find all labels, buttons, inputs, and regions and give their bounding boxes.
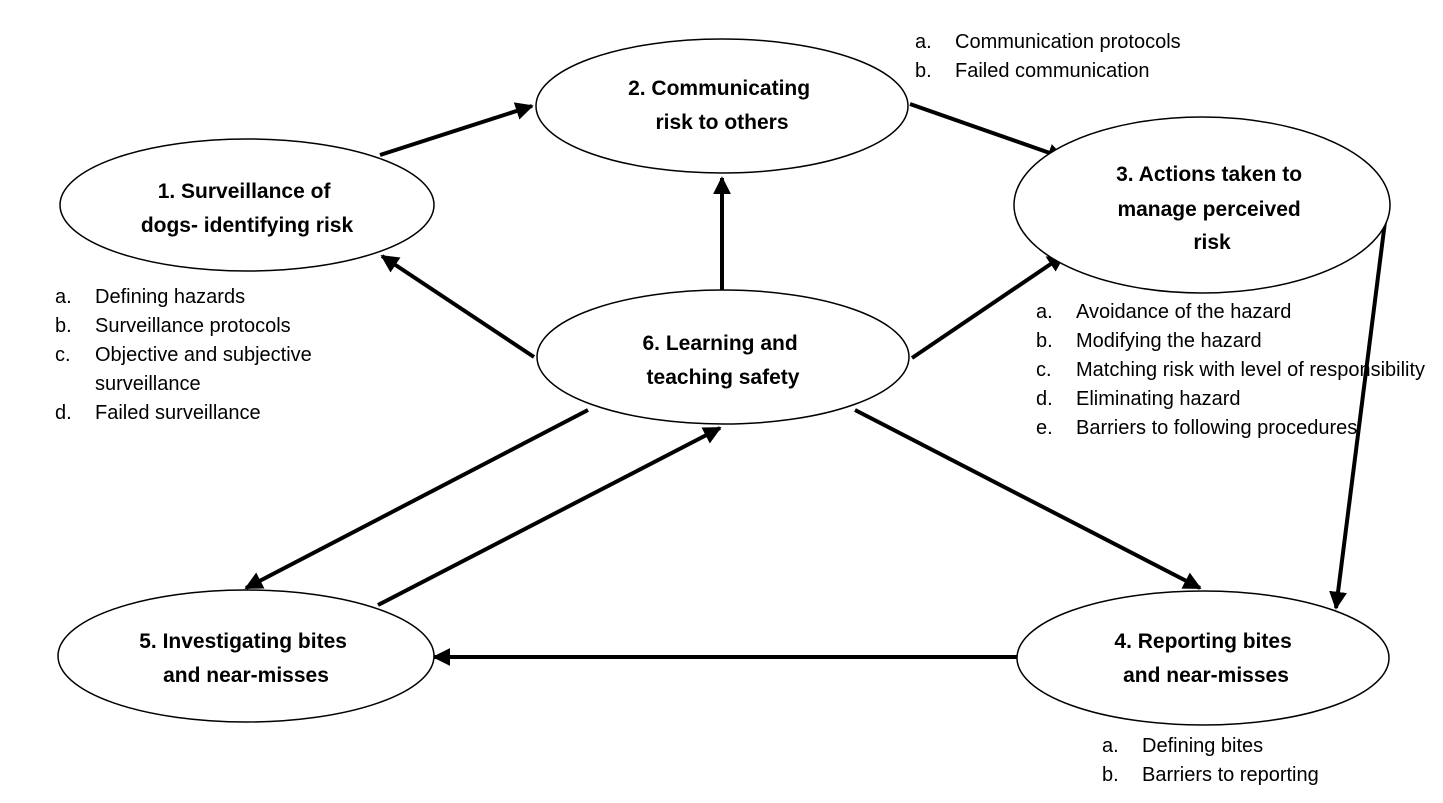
- arrow-6-to-3: [910, 253, 1066, 360]
- node-communicating-ellipse: [535, 38, 909, 174]
- list-letter: a.: [55, 286, 72, 308]
- arrow-2-to-3: [909, 102, 1066, 162]
- node-actions-line-2: manage perceived: [1117, 198, 1300, 221]
- list-letter: b.: [55, 315, 72, 337]
- list-letter: a.: [1036, 301, 1053, 323]
- node-reporting-ellipse: [1016, 590, 1390, 726]
- node-investigating-line-1: 5. Investigating bites: [139, 630, 347, 653]
- arrow-6-to-4: [854, 408, 1202, 590]
- node-communicating-line-2: risk to others: [655, 111, 788, 134]
- list-letter: d.: [1036, 388, 1053, 410]
- node-reporting-line-1: 4. Reporting bites: [1114, 630, 1291, 653]
- node-learning-ellipse: [536, 289, 910, 425]
- list-text: Barriers to following procedures: [1076, 417, 1358, 439]
- node-learning-label: 6. Learning and teaching safety: [642, 332, 803, 389]
- list-letter: e.: [1036, 417, 1053, 439]
- communicating-sublist: a. Communication protocols b. Failed commu…: [915, 28, 1245, 86]
- arrow-1-to-2: [379, 102, 534, 157]
- list-item: a. Communication protocols: [915, 28, 1245, 57]
- node-investigating-label: 5. Investigating bites and near-misses: [139, 630, 353, 687]
- list-text: Defining hazards: [95, 286, 246, 308]
- node-learning-line-1: 6. Learning and: [642, 332, 797, 355]
- list-text: Matching risk with level of responsibili…: [1076, 359, 1426, 381]
- reporting-sublist: a. Defining bites b. Barriers to reporting: [1102, 732, 1422, 790]
- list-letter: b.: [1036, 330, 1053, 352]
- list-text: Communication protocols: [955, 31, 1181, 53]
- list-item: a. Defining hazards: [55, 283, 375, 312]
- list-item: a. Defining bites: [1102, 732, 1422, 761]
- list-item: d. Eliminating hazard: [1036, 385, 1436, 414]
- node-surveillance-line-1: 1. Surveillance of: [158, 180, 332, 203]
- list-text: Defining bites: [1142, 735, 1264, 757]
- node-actions-ellipse: [1013, 116, 1391, 294]
- list-letter: d.: [55, 402, 72, 424]
- arrow-5-to-6: [377, 426, 722, 607]
- node-reporting-label: 4. Reporting bites and near-misses: [1114, 630, 1297, 687]
- list-text: Objective and subjective surveillance: [95, 344, 312, 395]
- arrow-3-to-4: [1329, 205, 1389, 610]
- node-actions-line-3: risk: [1193, 231, 1231, 254]
- list-letter: b.: [915, 60, 932, 82]
- list-text: Surveillance protocols: [95, 315, 291, 337]
- list-text: Avoidance of the hazard: [1076, 301, 1292, 323]
- list-item: e. Barriers to following procedures: [1036, 414, 1436, 443]
- node-reporting-line-2: and near-misses: [1123, 664, 1289, 687]
- surveillance-sublist: a. Defining hazards b. Surveillance protoc…: [55, 283, 375, 428]
- actions-sublist: a. Avoidance of the hazard b. Modifying th…: [1036, 298, 1436, 443]
- node-investigating-ellipse: [57, 589, 435, 723]
- arrow-6-to-1: [380, 254, 536, 359]
- list-letter: c.: [1036, 359, 1052, 381]
- list-item: b. Modifying the hazard: [1036, 327, 1436, 356]
- list-letter: b.: [1102, 764, 1119, 786]
- list-item: b. Surveillance protocols: [55, 312, 375, 341]
- list-item: a. Avoidance of the hazard: [1036, 298, 1436, 327]
- list-text: Eliminating hazard: [1076, 388, 1241, 410]
- node-actions-line-1: 3. Actions taken to: [1116, 163, 1302, 186]
- list-item: b. Barriers to reporting: [1102, 761, 1422, 790]
- list-item: c. Matching risk with level of responsibi…: [1036, 356, 1436, 385]
- list-text: Modifying the hazard: [1076, 330, 1262, 352]
- arrow-6-to-5: [244, 408, 589, 590]
- list-item: d. Failed surveillance: [55, 399, 375, 428]
- list-item: b. Failed communication: [915, 57, 1245, 86]
- list-letter: c.: [55, 344, 71, 366]
- node-investigating-line-2: and near-misses: [163, 664, 329, 687]
- list-text: Failed communication: [955, 60, 1150, 82]
- list-letter: a.: [915, 31, 932, 53]
- node-surveillance-line-2: dogs- identifying risk: [141, 214, 354, 237]
- node-communicating-line-1: 2. Communicating: [628, 77, 810, 100]
- node-communicating-label: 2. Communicating risk to others: [628, 77, 816, 134]
- node-surveillance-ellipse: [59, 138, 435, 272]
- list-item: c. Objective and subjective surveillance: [55, 341, 375, 399]
- node-learning-line-2: teaching safety: [647, 366, 800, 389]
- list-text: Failed surveillance: [95, 402, 261, 424]
- node-actions-label: 3. Actions taken to manage perceived ris…: [1116, 163, 1308, 254]
- list-text: Barriers to reporting: [1142, 764, 1319, 786]
- list-letter: a.: [1102, 735, 1119, 757]
- node-surveillance-label: 1. Surveillance of dogs- identifying ris…: [141, 180, 354, 237]
